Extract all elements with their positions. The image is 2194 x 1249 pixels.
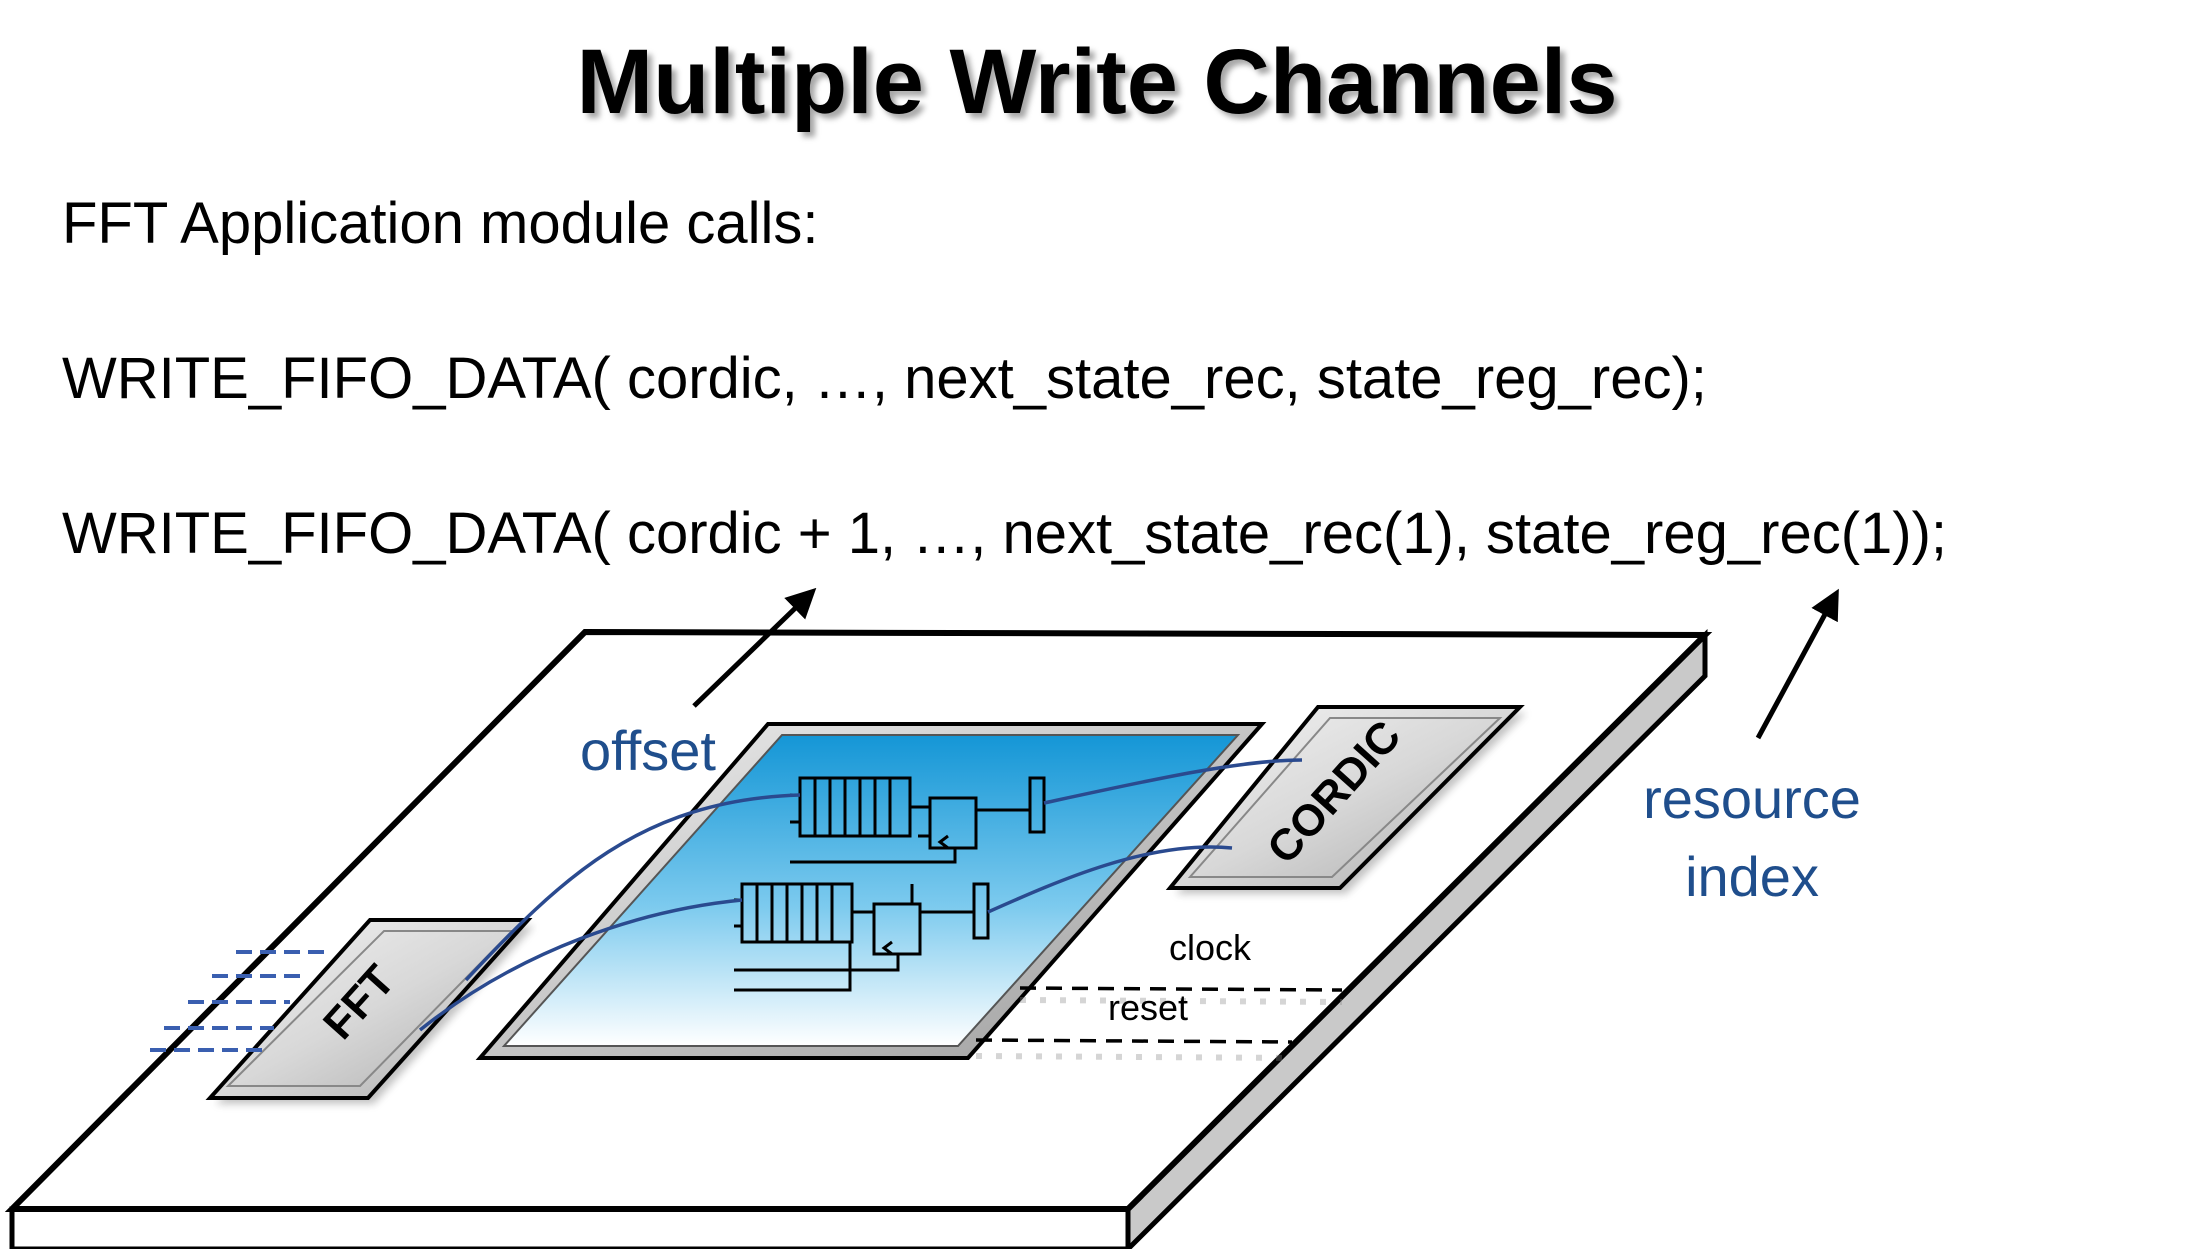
resource-index-annotation: resource index [1643, 588, 1861, 908]
fft-input-lines [150, 950, 330, 1052]
cordic-block: CORDIC [1165, 705, 1526, 894]
resource-label-line2: index [1685, 845, 1819, 908]
code-line-2: WRITE_FIFO_DATA( cordic + 1, …, next_sta… [62, 501, 1948, 566]
slide-title: Multiple Write Channels [576, 31, 1618, 133]
fifo-register-1 [790, 776, 1046, 864]
clock-label: clock [1169, 927, 1252, 968]
offset-annotation: offset [580, 587, 817, 782]
fft-block: FFT [205, 918, 534, 1104]
reset-label: reset [1108, 987, 1188, 1028]
clock-reset-lines: clock reset [975, 927, 1343, 1061]
fifo-chip [475, 722, 1267, 1060]
code-line-1: WRITE_FIFO_DATA( cordic, …, next_state_r… [62, 346, 1707, 411]
resource-label-line1: resource [1643, 767, 1861, 830]
intro-text: FFT Application module calls: [62, 191, 819, 256]
offset-label: offset [580, 719, 716, 782]
signal-wires [418, 758, 1303, 1032]
